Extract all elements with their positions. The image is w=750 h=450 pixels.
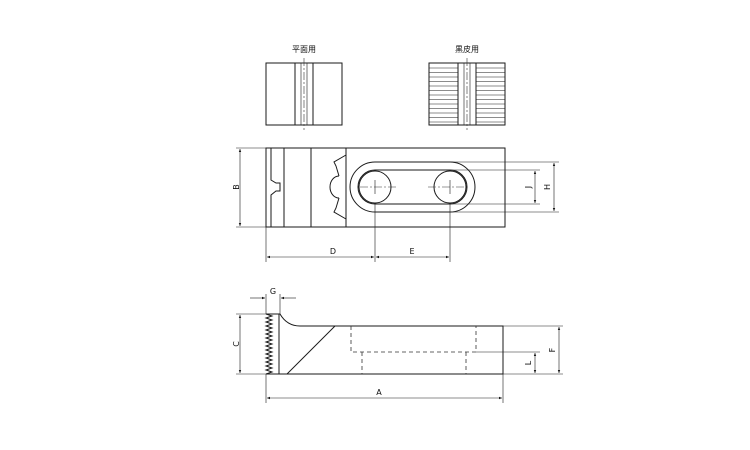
dim-c-label: C bbox=[232, 341, 241, 347]
dim-e-label: E bbox=[409, 247, 414, 256]
black-skin-title: 黒皮用 bbox=[455, 44, 479, 54]
plan-view bbox=[265, 147, 506, 228]
dim-g-label: G bbox=[270, 287, 276, 296]
dim-a-label: A bbox=[376, 388, 382, 397]
flat-face-title: 平面用 bbox=[292, 45, 316, 54]
dim-j-label: J bbox=[524, 186, 533, 189]
plan-dimensions: B D E J H bbox=[232, 147, 559, 262]
dim-l-label: L bbox=[524, 360, 533, 365]
side-view bbox=[264, 313, 504, 375]
flat-face-view: 平面用 bbox=[265, 45, 343, 130]
dim-d-label: D bbox=[330, 247, 336, 256]
dim-f-label: F bbox=[548, 347, 557, 352]
dim-b-label: B bbox=[232, 184, 241, 190]
side-dimensions: G C A L F bbox=[232, 287, 563, 403]
black-skin-view: 黒皮用 bbox=[428, 44, 506, 130]
dim-h-label: H bbox=[543, 184, 552, 190]
